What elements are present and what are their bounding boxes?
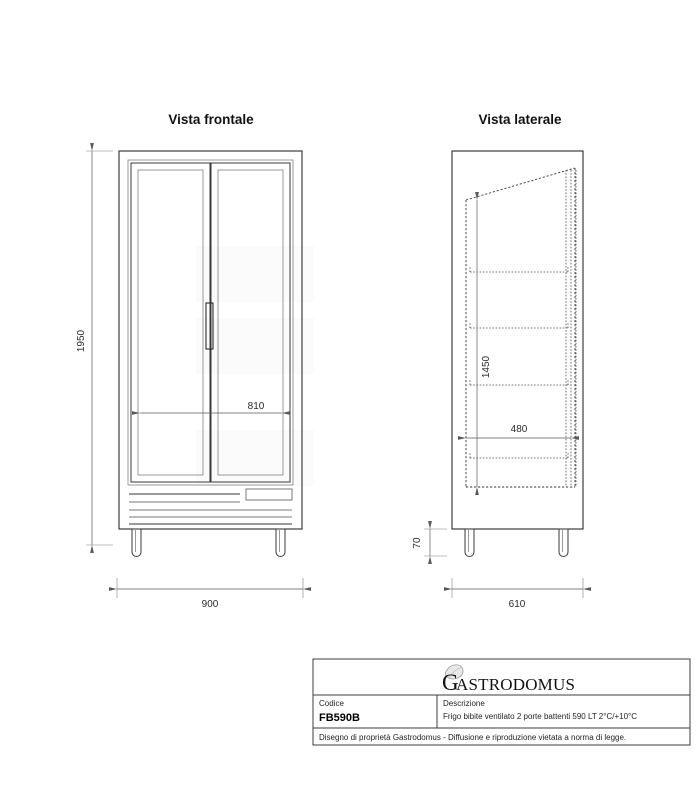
description-value: Frigo bibite ventilato 2 porte battenti …: [443, 712, 637, 721]
side-shelf: [469, 266, 569, 273]
watermark: [196, 246, 314, 486]
side-interior-outline: [465, 167, 576, 488]
dimension-front-door-width: 810: [132, 401, 290, 415]
dimension-side-feet-height: 70: [412, 521, 447, 564]
dimension-front-door-width-label: 810: [248, 401, 265, 412]
front-view: Vista frontale: [76, 112, 311, 610]
code-value: FB590B: [319, 712, 360, 724]
dimension-front-width-label: 900: [202, 599, 219, 610]
dimension-side-interior-height: 1450: [475, 192, 492, 495]
dimension-side-interior-depth: 480: [458, 424, 579, 440]
code-label: Codice: [319, 699, 344, 708]
front-door-left-glass: [137, 169, 204, 476]
front-door-right-glass: [217, 169, 284, 476]
title-block-footer: Disegno di proprietà Gastrodomus - Diffu…: [319, 733, 626, 742]
side-feet: [464, 528, 569, 557]
side-view-title: Vista laterale: [478, 112, 562, 127]
side-shelf: [469, 452, 569, 459]
front-ventilation-grille: [129, 488, 293, 525]
side-shelf: [469, 379, 569, 386]
front-cabinet-body: [118, 150, 303, 530]
logo-wordmark: ASTRODOMUS: [456, 675, 575, 694]
dimension-side-interior-height-label: 1450: [481, 355, 492, 378]
dimension-side-feet-height-label: 70: [412, 537, 423, 549]
dimension-side-depth: 610: [444, 578, 591, 610]
front-feet: [131, 528, 286, 557]
front-door-handle: [205, 302, 214, 350]
gastrodomus-logo: G ASTRODOMUS: [442, 664, 575, 695]
dimension-side-interior-depth-label: 480: [511, 424, 528, 435]
front-door-left: [130, 162, 211, 483]
front-door-right: [210, 162, 291, 483]
description-label: Descrizione: [443, 699, 485, 708]
side-shelf: [469, 322, 569, 329]
dimension-side-depth-label: 610: [509, 599, 526, 610]
logo-initial: G: [442, 670, 459, 695]
dimension-front-height-label: 1950: [76, 329, 87, 352]
side-shelves: [469, 266, 569, 459]
front-control-panel: [245, 488, 293, 501]
leaf-icon: [444, 664, 464, 680]
front-door-frame: [127, 159, 294, 486]
title-block-frame: [312, 658, 691, 746]
dimension-front-width: 900: [109, 578, 311, 610]
side-shelf-rails: [565, 170, 577, 487]
dimension-front-height: 1950: [76, 143, 113, 553]
side-view: Vista laterale: [412, 112, 591, 610]
side-cabinet-body: [451, 150, 584, 530]
front-view-title: Vista frontale: [168, 112, 254, 127]
title-block: G ASTRODOMUS Codice FB590B Descrizione F…: [312, 658, 691, 746]
